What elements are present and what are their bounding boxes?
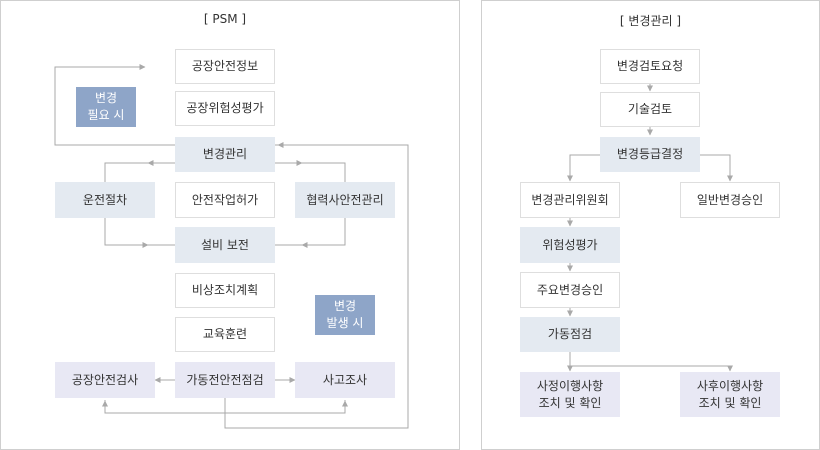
conn-grade-to-general (700, 154, 733, 182)
loop-right-to-change (224, 144, 409, 429)
node-factory-risk-assessment: 공장위험성평가 (175, 91, 275, 126)
node-contractor-safety: 협력사안전관리 (295, 182, 395, 218)
node-grade-decision: 변경등급결정 (600, 137, 700, 172)
node-post-followup: 사후이행사항 조치 및 확인 (680, 372, 780, 417)
node-general-approval: 일반변경승인 (680, 182, 780, 218)
node-safe-work-permit: 안전작업허가 (175, 182, 275, 218)
node-pre-followup: 사정이행사항 조치 및 확인 (520, 372, 620, 417)
node-factory-safety-info: 공장안전정보 (175, 49, 275, 84)
node-operating-procedure: 운전절차 (55, 182, 155, 218)
node-equipment-maintenance: 설비 보전 (175, 227, 275, 263)
change-mgmt-title: [ 변경관리 ] (619, 14, 682, 28)
node-risk-assessment: 위험성평가 (520, 227, 620, 263)
node-emergency-plan: 비상조치계획 (175, 273, 275, 308)
node-accident-investigation: 사고조사 (295, 362, 395, 398)
node-review-request: 변경검토요청 (600, 49, 700, 84)
node-operation-check: 가동점검 (520, 317, 620, 352)
node-education-training: 교육훈련 (175, 317, 275, 352)
conn-operation-to-followups (569, 352, 733, 372)
node-major-approval: 주요변경승인 (520, 272, 620, 308)
note-change-occurred: 변경 발생 시 (315, 295, 375, 335)
node-factory-safety-inspection: 공장안전검사 (55, 362, 155, 398)
loop-change-to-info (54, 64, 175, 146)
psm-title: [ PSM ] (203, 12, 247, 26)
note-change-needed: 변경 필요 시 (76, 87, 136, 127)
node-change-committee: 변경관리위원회 (520, 182, 620, 218)
node-technical-review: 기술검토 (600, 92, 700, 127)
node-pre-startup-inspection: 가동전안전점검 (175, 362, 275, 398)
conn-grade-to-committee (567, 154, 600, 182)
node-change-management: 변경관리 (175, 137, 275, 172)
